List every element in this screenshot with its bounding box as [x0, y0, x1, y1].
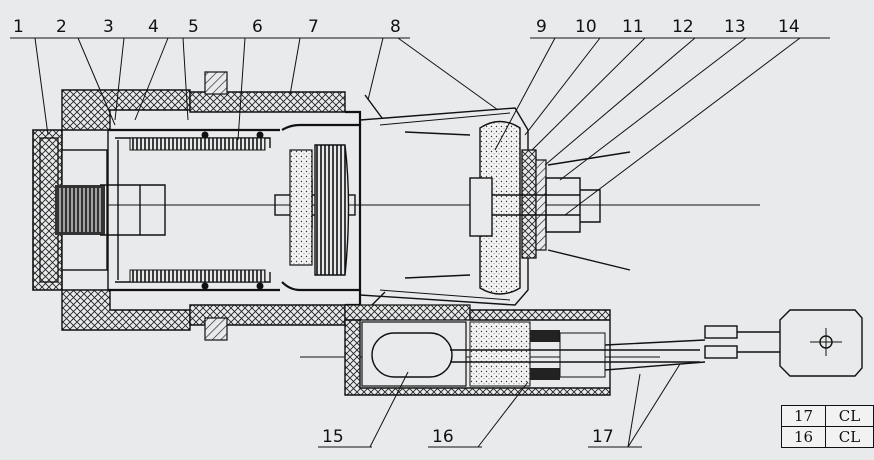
callout-10: 10 — [575, 17, 597, 37]
table-row: 16 CL — [780, 426, 874, 448]
connector-housing — [344, 304, 706, 396]
callout-12: 12 — [672, 17, 694, 37]
callout-13: 13 — [724, 17, 746, 37]
callout-6: 6 — [252, 17, 263, 37]
callout-7: 7 — [308, 17, 319, 37]
callout-4: 4 — [148, 17, 159, 37]
outer-housing — [61, 71, 346, 341]
inner-sleeve — [107, 128, 280, 292]
callout-17: 17 — [592, 427, 614, 447]
callout-14: 14 — [778, 17, 800, 37]
callout-2: 2 — [56, 17, 67, 37]
callout-9: 9 — [536, 17, 547, 37]
fuse-capsule — [371, 332, 453, 378]
callout-11: 11 — [622, 17, 644, 37]
adjust-screw-assembly — [492, 149, 631, 271]
part-number-cell: 16 — [780, 426, 827, 448]
coil-windings — [129, 131, 266, 290]
top-callouts: 1 2 3 4 5 6 7 8 9 10 11 12 13 14 — [10, 17, 830, 216]
callout-15: 15 — [322, 427, 344, 447]
part-name-cell: CL — [825, 405, 874, 427]
part-number-cell: 17 — [780, 405, 827, 427]
end-cap — [32, 129, 108, 291]
table-row: 17 CL — [780, 405, 874, 427]
parts-list-table: 17 CL 16 CL — [780, 405, 874, 448]
bottom-callouts: 15 16 17 — [318, 363, 681, 448]
armature-disc — [281, 123, 362, 292]
callout-16: 16 — [432, 427, 454, 447]
end-boss — [469, 120, 521, 295]
callout-8: 8 — [390, 17, 401, 37]
part-name-cell: CL — [825, 426, 874, 448]
spade-terminal — [704, 309, 863, 377]
callout-1: 1 — [13, 17, 24, 37]
callout-5: 5 — [188, 17, 199, 37]
callout-3: 3 — [103, 17, 114, 37]
